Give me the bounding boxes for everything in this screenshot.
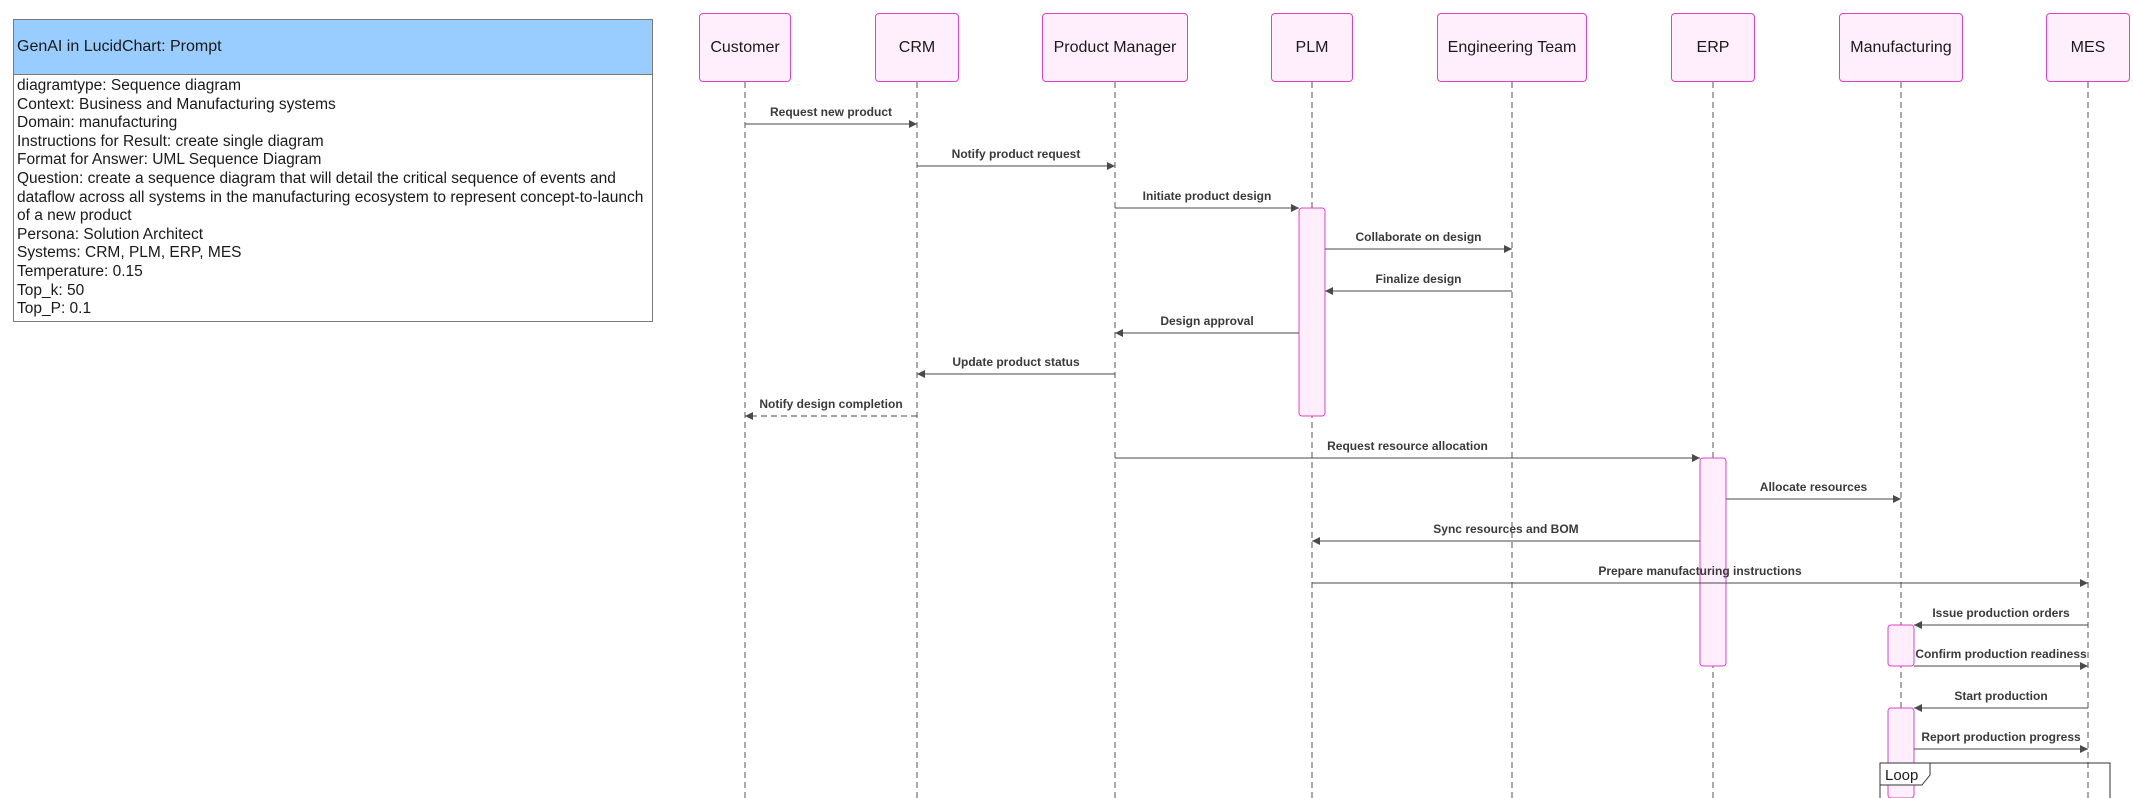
message-label: Request new product	[770, 105, 892, 119]
prompt-body: diagramtype: Sequence diagram Context: B…	[14, 75, 652, 321]
prompt-line: Instructions for Result: create single d…	[17, 132, 324, 150]
message-label: Notify product request	[952, 147, 1081, 161]
participant-product-manager[interactable]: Product Manager	[1042, 13, 1188, 82]
prompt-panel[interactable]: GenAI in LucidChart: Prompt diagramtype:…	[13, 19, 653, 322]
activation-bar	[1887, 624, 1915, 667]
participant-plm[interactable]: PLM	[1271, 13, 1353, 82]
message-label: Finalize design	[1375, 272, 1461, 286]
prompt-line: Top_k: 50	[17, 281, 85, 299]
message-label: Report production progress	[1921, 730, 2081, 744]
message-label: Start production	[1954, 689, 2047, 703]
loop-tab	[1879, 762, 1931, 786]
message-label: Confirm production readiness	[1915, 647, 2087, 661]
message-label: Sync resources and BOM	[1433, 522, 1578, 536]
prompt-line: Temperature: 0.15	[17, 262, 143, 280]
activation-bar	[1699, 457, 1727, 667]
message-label: Allocate resources	[1760, 480, 1868, 494]
activation-bar	[1298, 207, 1326, 417]
message-label: Update product status	[952, 355, 1080, 369]
participant-manufacturing[interactable]: Manufacturing	[1839, 13, 1963, 82]
prompt-line: Persona: Solution Architect	[17, 225, 204, 243]
prompt-line: Format for Answer: UML Sequence Diagram	[17, 151, 322, 169]
prompt-line: Systems: CRM, PLM, ERP, MES	[17, 244, 242, 262]
participant-customer[interactable]: Customer	[699, 13, 791, 82]
message-label: Request resource allocation	[1327, 439, 1488, 453]
prompt-line: Domain: manufacturing	[17, 114, 178, 132]
participant-engineering-team[interactable]: Engineering Team	[1437, 13, 1587, 82]
prompt-line: Question: create a sequence diagram that…	[17, 169, 644, 225]
message-label: Collaborate on design	[1355, 230, 1481, 244]
participant-mes[interactable]: MES	[2046, 13, 2130, 82]
participant-erp[interactable]: ERP	[1671, 13, 1755, 82]
message-label: Design approval	[1160, 314, 1253, 328]
message-label: Notify design completion	[759, 397, 902, 411]
loop-label: Loop	[1885, 767, 1918, 784]
message-label: Prepare manufacturing instructions	[1598, 564, 1802, 578]
participant-crm[interactable]: CRM	[875, 13, 959, 82]
prompt-line: Top_P: 0.1	[17, 300, 92, 318]
prompt-title: GenAI in LucidChart: Prompt	[14, 20, 652, 75]
prompt-line: Context: Business and Manufacturing syst…	[17, 95, 336, 113]
message-label: Initiate product design	[1143, 189, 1272, 203]
message-label: Issue production orders	[1932, 606, 2070, 620]
prompt-line: diagramtype: Sequence diagram	[17, 77, 242, 94]
